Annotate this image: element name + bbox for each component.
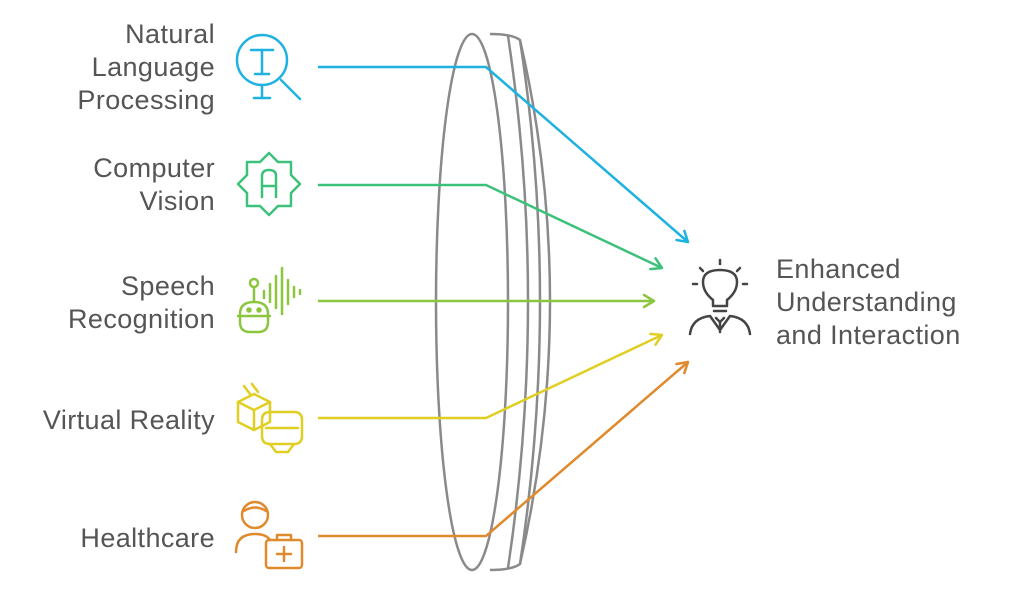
vr-headset-cube-icon xyxy=(236,382,304,454)
connector-computer-vision xyxy=(318,183,664,271)
connector-nlp xyxy=(318,65,690,244)
doctor-medical-kit-icon xyxy=(234,500,304,570)
label-speech-recognition: Speech Recognition xyxy=(68,271,215,334)
connector-healthcare xyxy=(318,360,690,538)
person-lightbulb-icon xyxy=(688,258,752,336)
text-search-icon xyxy=(235,33,302,101)
label-virtual-reality: Virtual Reality xyxy=(42,405,215,435)
label-computer-vision: Computer Vision xyxy=(93,153,215,216)
ai-chip-badge-icon xyxy=(236,151,302,217)
label-enhanced-understanding: Enhanced Understanding and Interaction xyxy=(776,254,961,350)
label-natural-language-processing: Natural Language Processing xyxy=(77,19,215,115)
connector-virtual-reality xyxy=(318,332,664,420)
robot-soundwave-icon xyxy=(236,266,302,334)
label-healthcare: Healthcare xyxy=(80,523,215,553)
